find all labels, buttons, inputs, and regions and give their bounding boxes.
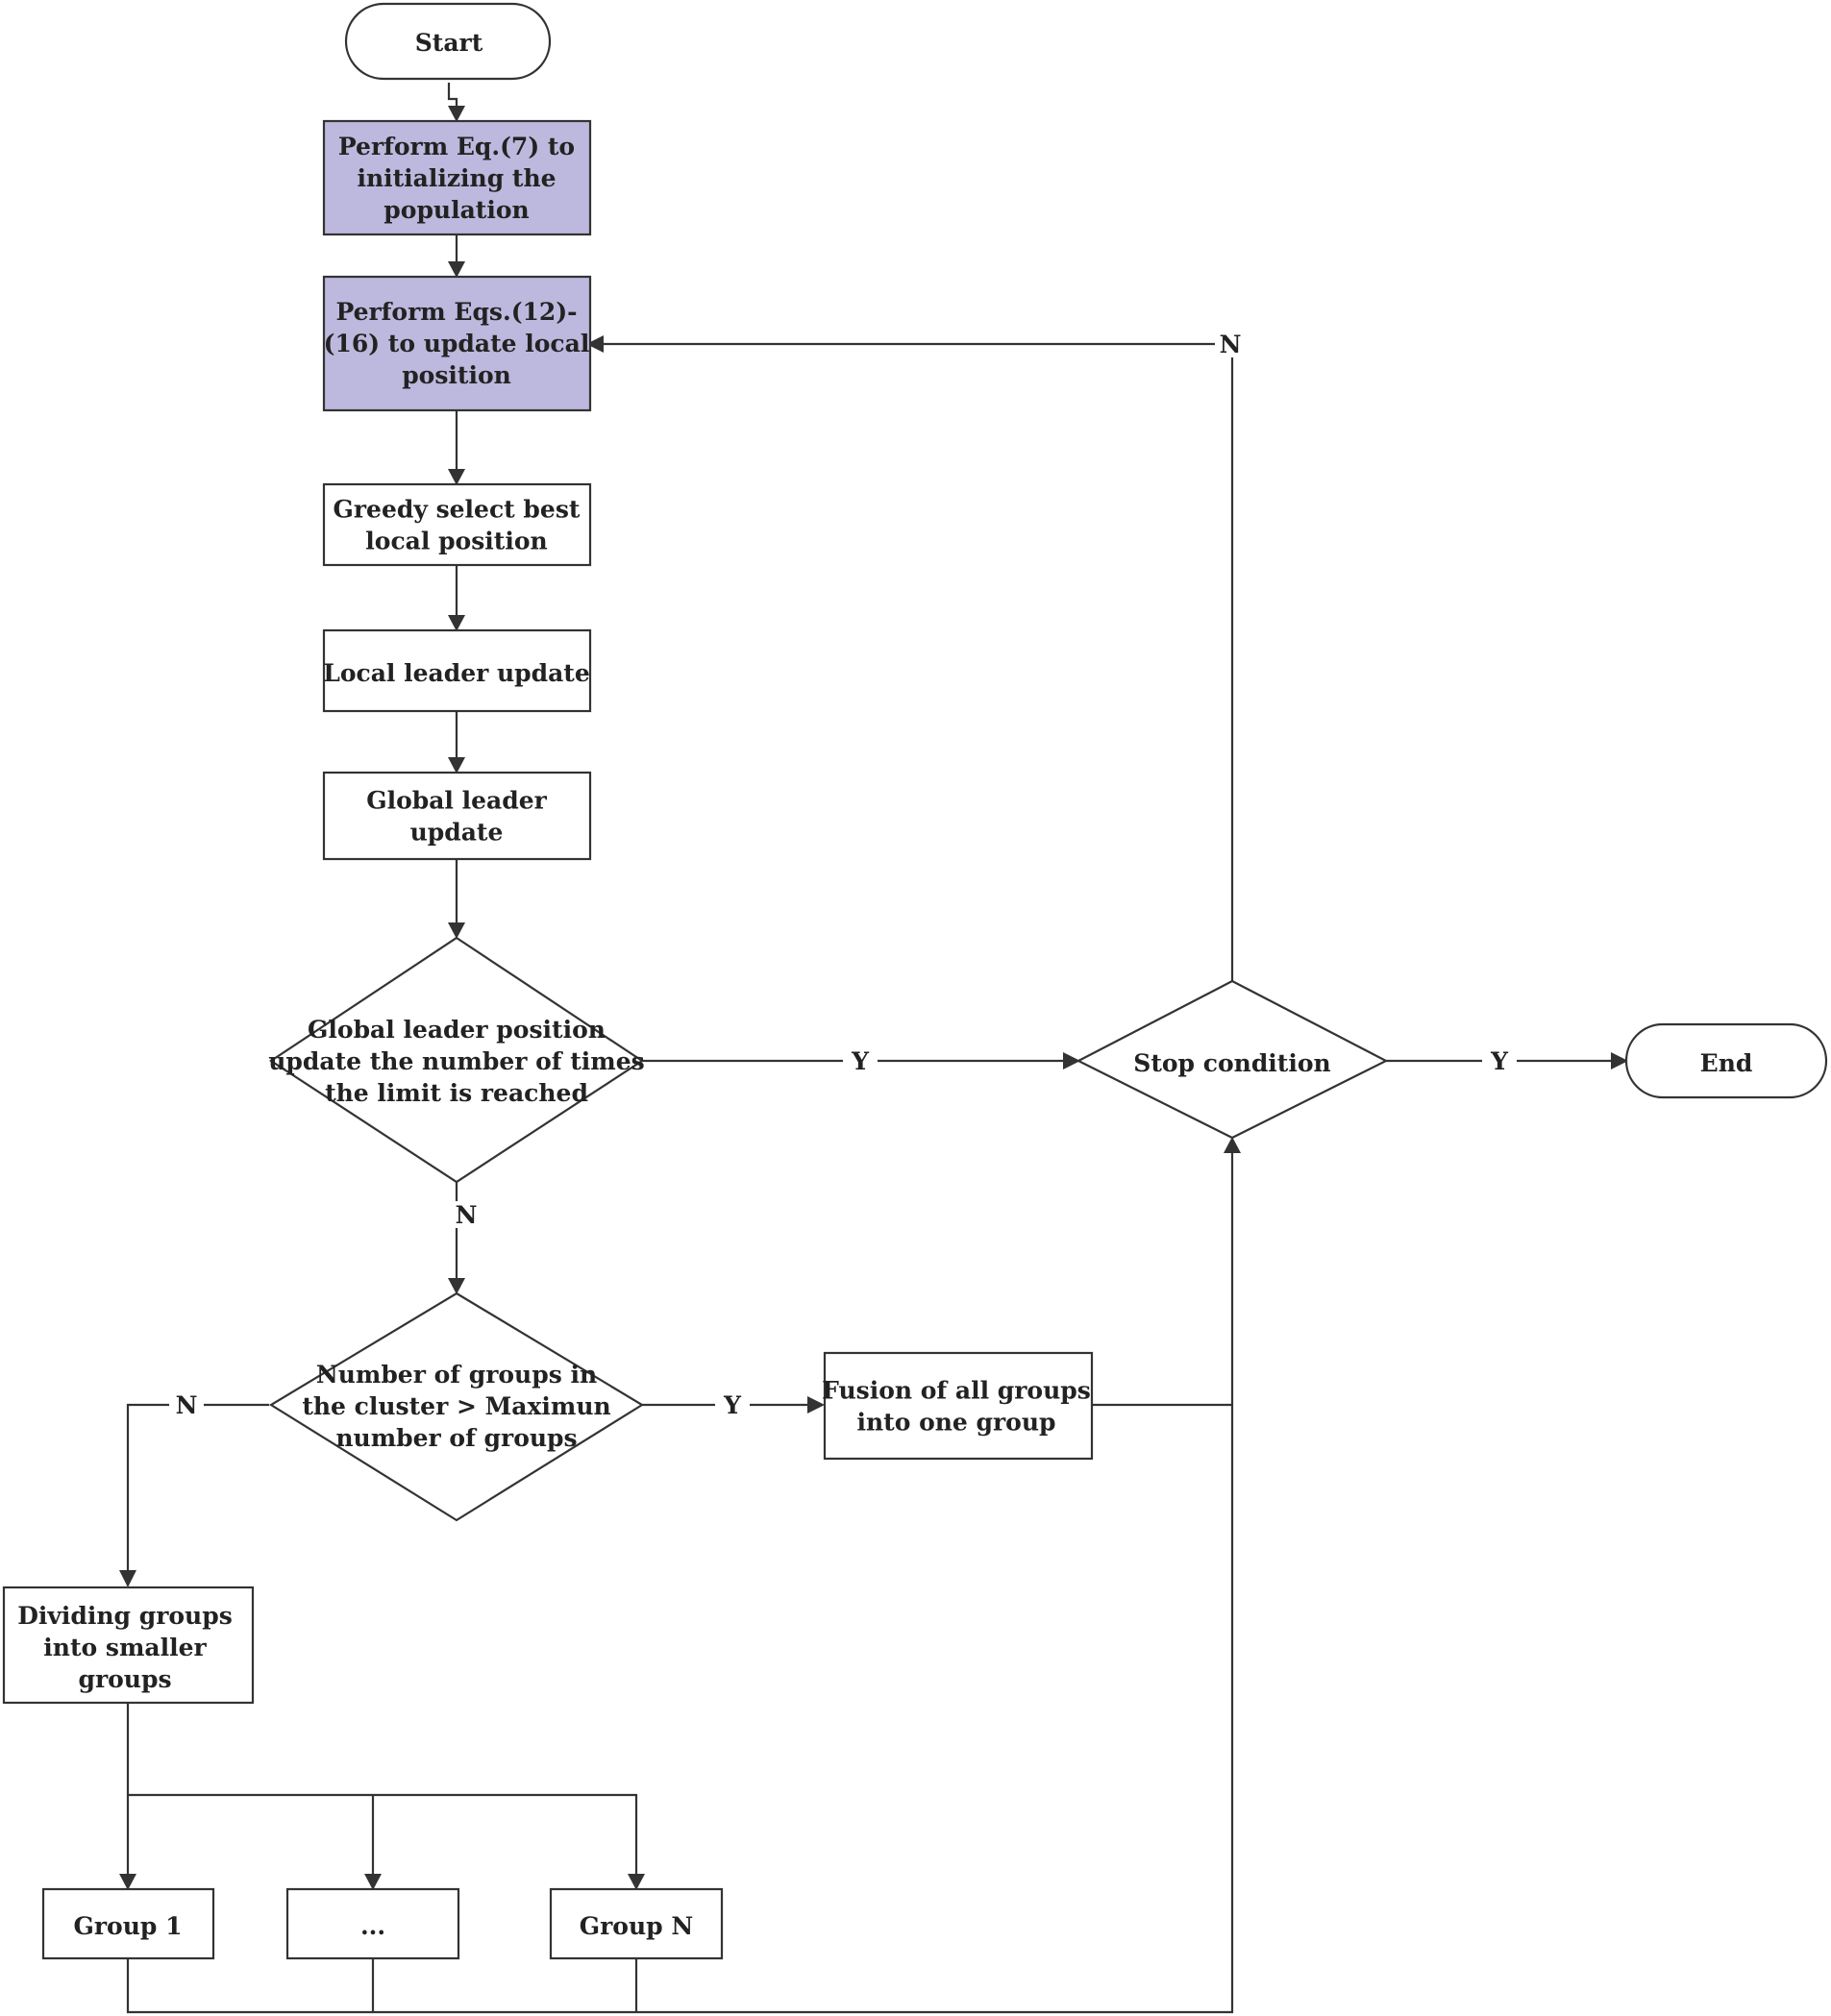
arrowhead-icon	[448, 757, 465, 774]
edge-label-stop-no: N	[1220, 331, 1242, 358]
edge-label-groups-yes: Y	[723, 1391, 742, 1419]
arrowhead-icon	[1063, 1052, 1080, 1069]
node-label-line: update the number of times	[268, 1047, 645, 1075]
svg-text:Local leader update: Local leader update	[323, 659, 590, 687]
arrowhead-icon	[364, 1874, 382, 1890]
edge-groups-merge-to-stop	[126, 1153, 1234, 2014]
node-label-line: Stop condition	[1133, 1049, 1330, 1077]
group-1-box: Group 1	[41, 1887, 215, 1960]
node-label-line: Group 1	[74, 1912, 183, 1940]
start-terminal: Start	[344, 2, 552, 81]
arrowhead-icon	[448, 469, 465, 485]
group-ellipsis-box: ...	[285, 1887, 460, 1960]
arrowhead-icon	[119, 1570, 136, 1587]
fusion-step: Fusion of all groups into one group	[822, 1351, 1094, 1461]
node-label-line: groups	[78, 1665, 171, 1693]
svg-text:Group 1: Group 1	[74, 1912, 183, 1940]
dividing-groups-step: Dividing groups into smaller groups	[2, 1586, 255, 1705]
edge-label-groups-no: N	[176, 1391, 198, 1419]
end-terminal: End	[1624, 1022, 1828, 1099]
edge-dividing-branch	[126, 1703, 638, 1874]
limit-reached-decision: Global leader position update the number …	[268, 936, 645, 1184]
arrowheads	[119, 106, 1628, 1890]
group-n-box: Group N	[549, 1887, 724, 1960]
svg-text:Stop condition: Stop condition	[1133, 1049, 1330, 1077]
node-label-line: Group N	[580, 1912, 693, 1940]
arrowhead-icon	[448, 1278, 465, 1294]
arrowhead-icon	[628, 1874, 645, 1890]
edge-groups-to-dividing	[126, 1403, 269, 1570]
update-local-position-step: Perform Eqs.(12)- (16) to update local pos…	[322, 275, 592, 412]
local-leader-update-step: Local leader update	[322, 628, 592, 713]
arrowhead-icon	[807, 1396, 825, 1414]
arrowhead-icon	[119, 1874, 136, 1890]
global-leader-update-step: Global leader update	[322, 771, 592, 861]
node-label-line: into smaller	[43, 1634, 207, 1661]
edge-label-limit-no: N	[456, 1201, 478, 1229]
edge-label-stop-yes: Y	[1490, 1047, 1509, 1075]
node-label-line: ...	[360, 1912, 385, 1940]
node-label-line: number of groups	[335, 1424, 577, 1452]
node-label-line: the cluster > Maximun	[302, 1392, 610, 1420]
arrowhead-icon	[448, 615, 465, 631]
node-label-line: End	[1700, 1049, 1753, 1077]
node-label-line: initializing the	[357, 164, 556, 192]
node-label-line: Number of groups in	[316, 1361, 597, 1389]
node-label-line: Perform Eq.(7) to	[338, 133, 575, 160]
svg-text:Perform Eqs.(12)-(16) to updat: Perform Eqs.(12)- (16) to update local pos…	[324, 298, 590, 389]
svg-text:End: End	[1700, 1049, 1753, 1077]
edge-stop-loop-back	[604, 342, 1234, 981]
node-label-line: Fusion of all groups	[822, 1377, 1091, 1405]
node-label-line: population	[384, 196, 529, 224]
stop-condition-decision: Stop condition	[1076, 979, 1389, 1140]
greedy-select-step: Greedy select best local position	[322, 482, 592, 567]
svg-text:Group N: Group N	[580, 1912, 693, 1940]
edge-labels: Y N Y N Y N	[169, 331, 1517, 1419]
node-label-line: Local leader update	[323, 659, 590, 687]
init-population-step: Perform Eq.(7) to initializing the populat…	[322, 119, 592, 236]
arrowhead-icon	[448, 106, 465, 122]
node-label-line: Global leader	[366, 787, 547, 815]
node-label-line: (16) to update local	[324, 330, 590, 357]
arrowhead-icon	[448, 261, 465, 278]
node-label-line: Greedy select best	[334, 496, 581, 524]
node-label-line: position	[402, 361, 511, 389]
node-label-line: Perform Eqs.(12)-	[335, 298, 577, 326]
arrowhead-icon	[448, 922, 465, 939]
arrowhead-icon	[1224, 1137, 1241, 1153]
node-label-line: the limit is reached	[325, 1079, 588, 1107]
node-label-line: Global leader position	[308, 1016, 606, 1044]
node-label-line: local position	[365, 528, 547, 555]
arrowhead-icon	[1611, 1052, 1628, 1069]
node-label-line: Dividing groups	[17, 1602, 233, 1630]
nodes: Start Perform Eq.(7) to initializing the p…	[2, 2, 1828, 1960]
edge-start-to-init	[447, 83, 458, 106]
edge-label-limit-yes: Y	[851, 1047, 870, 1075]
svg-text:...: ...	[360, 1912, 385, 1940]
arrowhead-icon	[586, 335, 604, 353]
groups-exceed-max-decision: Number of groups in the cluster > Maximun…	[268, 1291, 645, 1522]
node-label-line: Start	[415, 29, 483, 57]
svg-text:Start: Start	[415, 29, 483, 57]
node-label-line: update	[410, 819, 504, 847]
node-label-line: into one group	[856, 1409, 1055, 1437]
